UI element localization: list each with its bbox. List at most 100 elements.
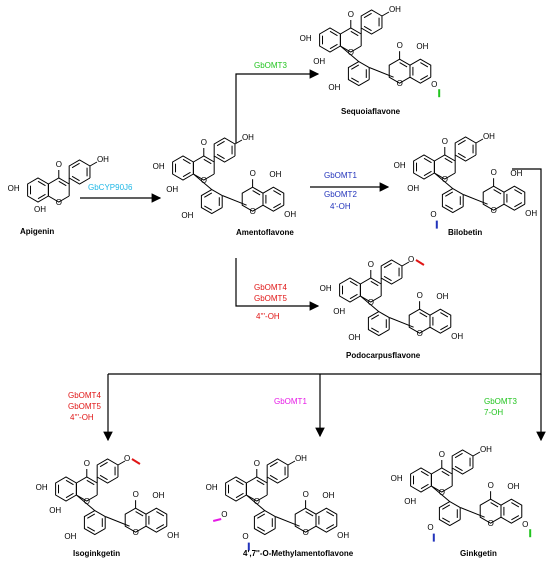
atom-label-methoxy-o: O [407,255,415,264]
arrow-trunk-line [108,168,542,375]
double-bond [363,12,372,19]
atom-label-ring-o: O [347,48,355,57]
double-bond [349,293,358,300]
atom-label-ring-o: O [416,329,423,339]
ring-a-prime [315,507,338,533]
ring-b-prime [83,510,106,536]
atom-label-hydroxyl: OH [348,332,361,342]
double-bond [58,180,67,187]
biaryl-bond [275,516,300,527]
atom-label-hydroxyl: OH [152,162,165,171]
double-bond [326,524,335,530]
hydroxyl-bond [381,11,390,17]
biflavone-link [193,173,213,190]
double-bond [442,517,451,523]
double-bond [457,152,466,159]
atom-label-hydroxyl: OH [284,210,297,220]
double-bond [135,511,144,517]
atom-label-hydroxyl: OH [482,132,495,141]
double-bond [65,479,74,486]
double-bond [457,139,466,146]
ring-a-prime [429,308,452,334]
atom-label-carbonyl-o: O [132,490,139,500]
enzyme-label-gbomt2-bilobetin: GbOMT2 [324,190,357,199]
double-bond [383,262,392,269]
atom-label-hydroxyl: OH [294,454,307,463]
atom-label-carbonyl-o: O [396,41,403,51]
atom-label-methoxy-o: O [123,454,131,463]
methyl-mark-red [131,458,141,465]
arrow-to-podocarpusflavone [235,258,320,311]
double-bond [371,327,380,333]
atom-label-hydroxyl: OH [510,169,523,179]
atom-label-ring-o: O [83,497,91,506]
atom-label-hydroxyl: OH [205,483,218,492]
double-bond [269,461,278,468]
enzyme-label-gbomt4-iso: GbOMT4 [68,391,101,400]
compound-name-amentoflavone: Amentoflavone [236,228,294,237]
atom-label-hydroxyl: OH [241,133,254,142]
atom-label-carbonyl-o: O [490,168,497,178]
atom-label-hydroxyl: OH [34,205,46,214]
double-bond [273,190,282,196]
double-bond [440,312,449,318]
atom-label-hydroxyl: OH [404,497,417,506]
atom-label-hydroxyl: OH [181,210,194,220]
atom-label-ring-o: O [487,519,494,529]
enzyme-label-gbomt5-iso: GbOMT5 [68,402,101,411]
atom-label-ring-o: O [367,298,375,307]
double-bond [514,202,523,208]
atom-label-methoxy-o: O [431,80,438,90]
ring-b-prime [253,510,276,536]
arrow-to-sequoiaflavone [235,69,320,143]
double-bond [423,170,432,177]
atom-label-carbonyl-o: O [55,160,63,169]
double-bond [204,192,213,198]
enzyme-label-gbcyp90j6: GbCYP90J6 [88,183,133,192]
enzyme-label-site-bilobetin: 4'-OH [330,202,351,211]
hydroxyl-bond [89,161,98,167]
atom-label-hydroxyl: OH [96,155,109,164]
double-bond [371,314,380,320]
atom-label-hydroxyl: OH [525,209,538,219]
double-bond [65,492,74,499]
hydroxyl-bond [472,451,481,457]
hydroxyl-bond [287,460,296,466]
double-bond [216,153,225,160]
compound-name-ginkgetin: Ginkgetin [460,549,497,558]
double-bond [269,474,278,481]
atom-label-hydroxyl: OH [393,161,406,170]
methyl-mark-magenta [212,518,222,522]
atom-label-hydroxyl: OH [507,482,520,492]
ring-a-prime [503,185,526,211]
double-bond [423,157,432,164]
biaryl-bond [222,195,247,206]
atom-label-methoxy-o: O [242,531,249,541]
double-bond [216,140,225,147]
atom-label-methoxy-o: O [427,522,434,532]
double-bond [86,479,95,486]
biflavone-link [431,485,451,502]
atom-label-hydroxyl: OH [49,506,62,515]
double-bond [383,275,392,282]
double-bond [420,483,429,490]
atom-label-carbonyl-o: O [438,450,446,459]
double-bond [445,204,454,210]
compound-name-sequoiaflavone: Sequoiaflavone [341,107,401,116]
double-bond [71,162,80,169]
methyl-mark-red [415,259,425,266]
double-bond [182,171,191,178]
double-bond [329,43,338,50]
biaryl-bond [389,317,414,328]
enzyme-label-gbomt3-sequoia: GbOMT3 [254,61,287,70]
enzyme-label-gbomt4-podo: GbOMT4 [254,283,287,292]
atom-label-hydroxyl: OH [337,531,350,541]
atom-label-hydroxyl: OH [152,491,165,501]
enzyme-label-gbomt1-bilobetin: GbOMT1 [324,171,357,180]
compound-name-isoginkgetin: Isoginkgetin [73,549,121,558]
biflavone-link [246,494,266,511]
double-bond [420,75,429,81]
atom-label-ring-o: O [490,206,497,216]
atom-label-ring-o: O [132,528,139,538]
